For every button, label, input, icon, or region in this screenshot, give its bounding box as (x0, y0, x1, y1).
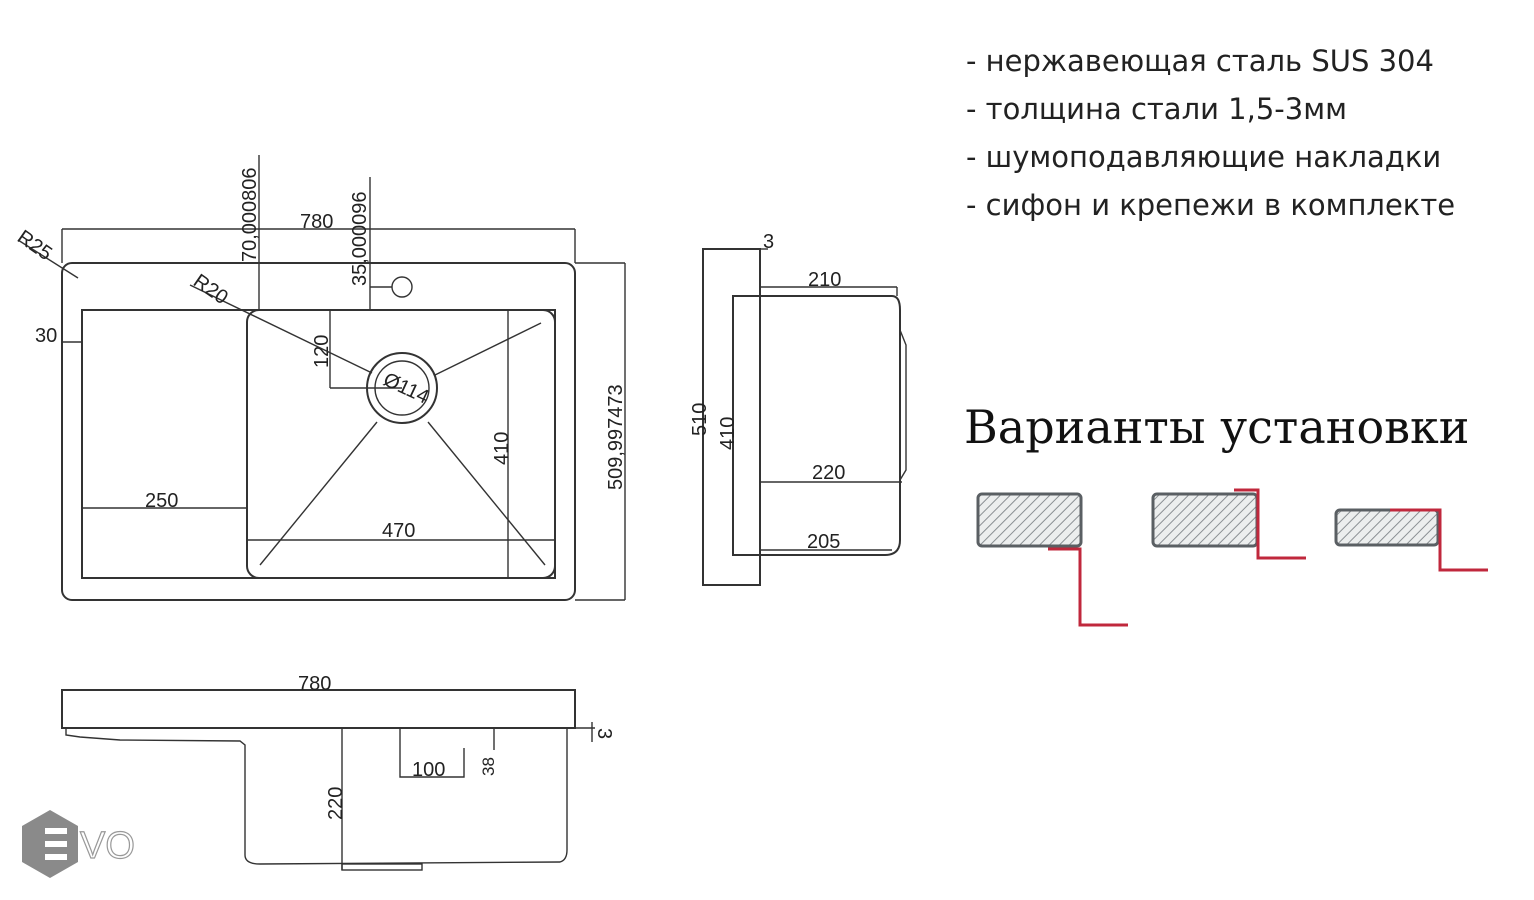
spec-line: - сифон и крепежи в комплекте (966, 188, 1456, 222)
top-view: 780 509,997473 R25 30 250 470 410 70,000… (13, 155, 627, 601)
dim-side-bottom-depth: 205 (807, 531, 840, 553)
dim-bowl-width: 470 (382, 520, 415, 542)
evo-logo: VO (22, 810, 136, 878)
dim-side-depth: 510 (689, 403, 711, 436)
dim-bowl-length: 410 (491, 432, 513, 465)
drain-inner (374, 360, 430, 416)
side-view: 3 210 220 205 510 410 (689, 231, 907, 586)
dim-front-thickness: 3 (593, 728, 615, 739)
bowl-outline (246, 309, 556, 579)
dim-width: 780 (300, 211, 333, 233)
dim-side-thickness: 3 (763, 231, 774, 253)
dim-offset-left: 30 (35, 325, 57, 347)
install-variant-1 (976, 492, 1128, 627)
dim-drain-diameter: Ø114 (380, 369, 432, 409)
dim-front-step-depth: 38 (479, 757, 498, 776)
install-variants-title: Варианты установки (964, 400, 1470, 454)
front-view: 780 3 220 100 38 (61, 673, 615, 871)
install-variant-3 (1334, 508, 1488, 572)
dim-front-width: 780 (298, 673, 331, 695)
install-variant-2 (1151, 488, 1306, 560)
dim-side-mid-depth: 220 (812, 462, 845, 484)
dim-radius-bowl: R20 (189, 270, 232, 309)
faucet-hole (391, 276, 413, 298)
dim-vertical-1: 70,000806 (239, 167, 261, 262)
dim-drain-offset: 120 (311, 335, 333, 368)
spec-line: - нержавеющая сталь SUS 304 (966, 44, 1434, 78)
dim-drainer: 250 (145, 490, 178, 512)
dim-side-bowl-length: 410 (717, 417, 739, 450)
spec-line: - шумоподавляющие накладки (966, 140, 1442, 174)
dim-total-depth: 509,997473 (605, 384, 627, 490)
spec-line: - толщина стали 1,5-3мм (966, 92, 1347, 126)
dim-vertical-2: 35,000096 (349, 191, 371, 286)
dim-side-top-depth: 210 (808, 269, 841, 291)
dim-front-bowl-depth: 220 (325, 787, 347, 820)
dim-front-step-width: 100 (412, 759, 445, 781)
drain-outer (366, 352, 438, 424)
svg-text:VO: VO (80, 825, 135, 867)
sink-outline (61, 262, 576, 601)
